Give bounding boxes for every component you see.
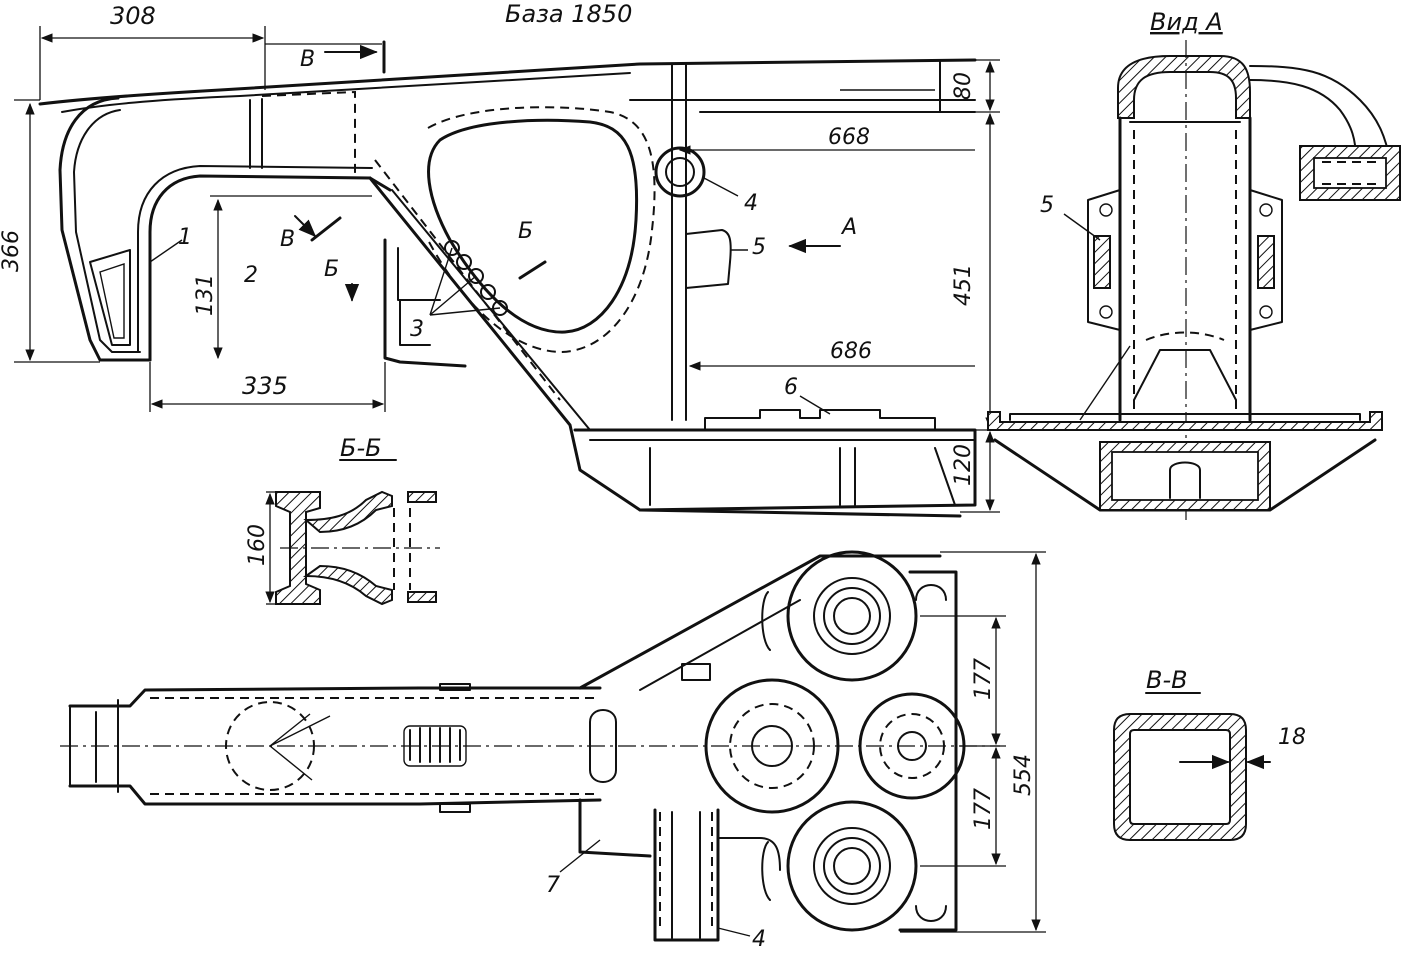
dim-120: 120 [951, 444, 976, 486]
dim-18: 18 [1278, 725, 1306, 750]
spring-coils [403, 725, 467, 767]
section-b-b [265, 459, 440, 606]
view-a [987, 40, 1401, 520]
dim-554: 554 [1011, 754, 1036, 796]
dim-80: 80 [951, 72, 976, 100]
section-b-b-title: Б-Б [340, 434, 382, 462]
callout-5-view-a: 5 [1040, 193, 1054, 218]
arrow-a-label: А [840, 215, 857, 240]
dim-451: 451 [951, 264, 976, 306]
section-v-v [1113, 692, 1271, 841]
section-v-v-title: В-В [1146, 666, 1188, 694]
dim-177-bottom: 177 [971, 788, 996, 830]
side-view-dimensions [14, 26, 1000, 513]
side-view [38, 58, 977, 518]
callout-4-bottom: 4 [752, 927, 766, 952]
base-1850-label: База 1850 [505, 0, 632, 28]
section-v-marker-top: В [300, 47, 315, 72]
dim-160: 160 [245, 524, 270, 566]
dim-366: 366 [0, 230, 24, 272]
section-b-marker-window: Б [518, 219, 533, 244]
dim-668: 668 [828, 125, 870, 150]
callout-5-side: 5 [752, 235, 766, 260]
plan-view-dimensions [900, 551, 1046, 933]
callout-2: 2 [244, 263, 258, 288]
callout-7: 7 [546, 873, 560, 898]
section-v-marker-side: В [280, 227, 295, 252]
plan-view [60, 550, 1000, 942]
dim-686: 686 [830, 339, 872, 364]
callout-6: 6 [784, 375, 798, 400]
dim-131: 131 [193, 274, 218, 316]
callout-4-top: 4 [744, 191, 758, 216]
dim-335: 335 [242, 372, 288, 400]
labels: 308 База 1850 Вид А В 80 668 4 5 1 В Б А… [0, 0, 1306, 952]
callout-1: 1 [178, 225, 192, 250]
callout-3: 3 [410, 317, 424, 342]
view-a-title: Вид А [1150, 8, 1223, 36]
dim-308: 308 [110, 2, 156, 30]
dim-177-top: 177 [971, 658, 996, 700]
section-b-marker-left: Б [324, 257, 339, 282]
